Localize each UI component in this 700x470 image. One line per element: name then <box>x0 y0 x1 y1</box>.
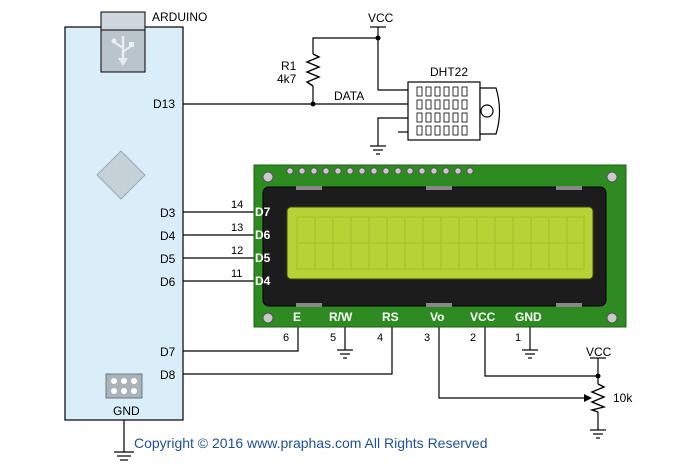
lcd-character-grid <box>296 216 585 270</box>
vcc-top-label: VCC <box>368 11 394 25</box>
pin-d4-label: D4 <box>160 229 176 243</box>
pin-number-2: 2 <box>470 332 476 344</box>
pin-d7-label: D7 <box>160 345 176 359</box>
r1-name: R1 <box>281 59 297 73</box>
potentiometer <box>589 383 607 413</box>
pin-d8-label: D8 <box>160 368 176 382</box>
pin-number-4: 4 <box>377 332 383 344</box>
pin-d6-label: D6 <box>160 275 176 289</box>
lcd-d5-label: D5 <box>255 251 271 265</box>
wires <box>114 26 606 461</box>
data-label: DATA <box>334 89 364 103</box>
lcd-d7-label: D7 <box>255 205 271 219</box>
usb-icon <box>100 11 146 73</box>
lcd-e-label: E <box>293 310 301 324</box>
lcd-header-pins <box>286 167 474 175</box>
pin-number-3: 3 <box>424 332 430 344</box>
pin-d5-label: D5 <box>160 252 176 266</box>
pin-d13-label: D13 <box>153 97 175 111</box>
lcd-rw-label: R/W <box>329 310 353 324</box>
pin-number-12: 12 <box>231 245 243 257</box>
lcd-vcc-label: VCC <box>470 310 496 324</box>
pot-value-label: 10k <box>613 391 633 405</box>
dht22-sensor <box>407 81 501 141</box>
junction-dot <box>375 35 381 41</box>
pin-number-5: 5 <box>330 332 336 344</box>
pin-d3-label: D3 <box>160 206 176 220</box>
dht22-label: DHT22 <box>430 65 468 79</box>
pin-number-14: 14 <box>231 199 243 211</box>
lcd-module <box>253 164 627 328</box>
lcd-gnd-label: GND <box>515 310 542 324</box>
pot-vcc-label: VCC <box>586 345 612 359</box>
arduino-board <box>64 26 184 421</box>
pin-number-1: 1 <box>515 332 521 344</box>
lcd-rs-label: RS <box>382 310 399 324</box>
mcu-chip <box>96 150 146 200</box>
arduino-title: ARDUINO <box>152 10 207 24</box>
lcd-d6-label: D6 <box>255 228 271 242</box>
arduino-gnd-label: GND <box>113 404 140 418</box>
pin-number-6: 6 <box>283 332 289 344</box>
pin-number-11: 11 <box>231 268 242 280</box>
lcd-vo-label: Vo <box>430 310 444 324</box>
icsp-header <box>105 373 143 399</box>
junction-dot <box>310 101 316 107</box>
lcd-d4-label: D4 <box>255 274 271 288</box>
r1-value: 4k7 <box>277 72 297 86</box>
copyright-text: Copyright © 2016 www.praphas.com All Rig… <box>134 435 487 451</box>
pin-number-13: 13 <box>231 222 243 234</box>
junction-dot <box>595 373 601 379</box>
resistor-r1 <box>305 53 321 87</box>
